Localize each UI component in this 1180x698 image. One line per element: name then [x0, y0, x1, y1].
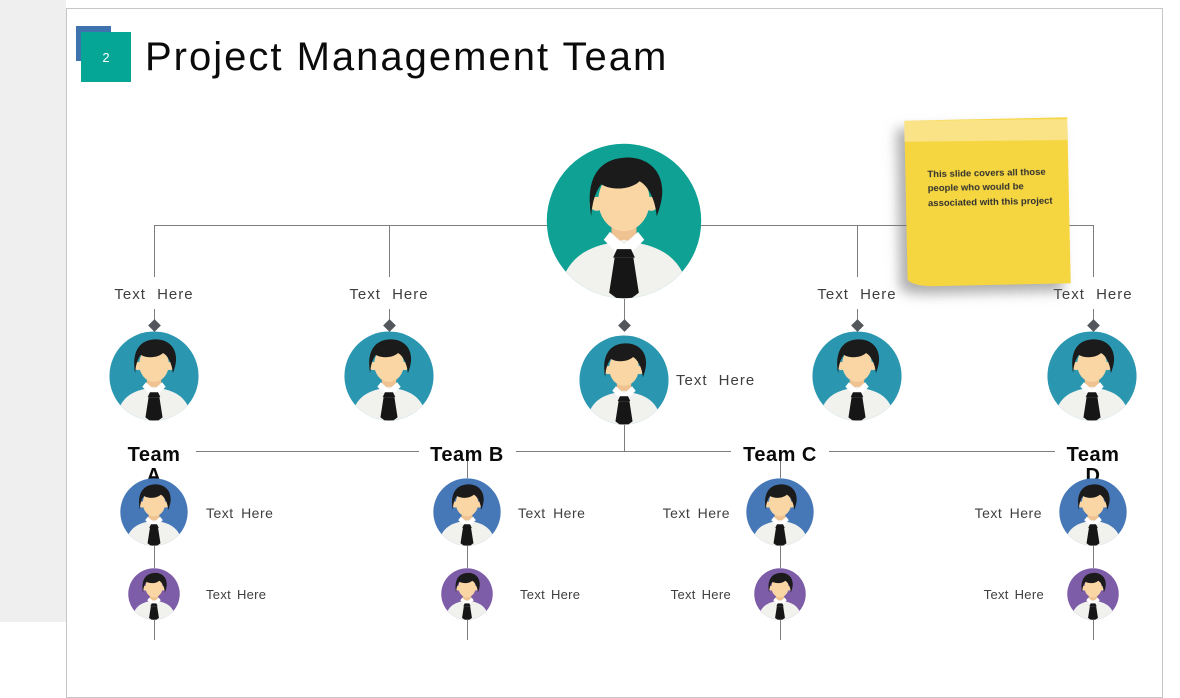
placeholder-text[interactable]: Text Here [1053, 286, 1133, 303]
team-label-b[interactable]: Team B [430, 444, 504, 466]
sticky-note-text: This slide covers all those people who w… [927, 166, 1053, 209]
connector-line [154, 309, 155, 322]
team-label-c[interactable]: Team C [743, 444, 817, 466]
placeholder-text[interactable]: Text Here [670, 587, 731, 602]
avatar-team-member[interactable] [1059, 478, 1127, 546]
connector-line [154, 620, 155, 640]
avatar-team-lead[interactable] [109, 331, 199, 421]
connector-line [467, 546, 468, 568]
avatar-team-lead[interactable] [579, 335, 669, 425]
placeholder-text[interactable]: Text Here [520, 587, 581, 602]
placeholder-text[interactable]: Text Here [817, 286, 897, 303]
connector-line [624, 425, 625, 451]
avatar-junior-member[interactable] [441, 568, 493, 620]
connector-line [154, 225, 155, 277]
avatar-team-member[interactable] [120, 478, 188, 546]
slide-canvas[interactable]: 2 Project Management Team Text Here Text… [66, 8, 1163, 698]
slide-number: 2 [102, 49, 110, 65]
connector-line [389, 225, 390, 277]
placeholder-text[interactable]: Text Here [206, 505, 274, 521]
connector-line [467, 620, 468, 640]
diamond-arrowhead-icon [148, 319, 161, 332]
diamond-arrowhead-icon [851, 319, 864, 332]
slide-number-badge: 2 [81, 32, 131, 82]
connector-line [624, 299, 625, 322]
connector-line [780, 461, 781, 478]
connector-line [1093, 620, 1094, 640]
connector-line [196, 451, 419, 452]
connector-line [389, 309, 390, 322]
diamond-arrowhead-icon [383, 319, 396, 332]
placeholder-text[interactable]: Text Here [114, 286, 194, 303]
connector-line [829, 451, 1055, 452]
connector-line [467, 461, 468, 478]
placeholder-text[interactable]: Text Here [676, 372, 756, 389]
avatar-team-member[interactable] [746, 478, 814, 546]
avatar-team-lead[interactable] [1047, 331, 1137, 421]
sticky-note[interactable]: This slide covers all those people who w… [904, 117, 1071, 287]
avatar-team-lead[interactable] [812, 331, 902, 421]
avatar-junior-member[interactable] [754, 568, 806, 620]
placeholder-text[interactable]: Text Here [662, 505, 730, 521]
connector-line [516, 451, 731, 452]
avatar-junior-member[interactable] [128, 568, 180, 620]
connector-line [1093, 309, 1094, 322]
placeholder-text[interactable]: Text Here [349, 286, 429, 303]
avatar-team-member[interactable] [433, 478, 501, 546]
slide-title[interactable]: Project Management Team [145, 35, 669, 79]
connector-line [780, 620, 781, 640]
placeholder-text[interactable]: Text Here [974, 505, 1042, 521]
connector-line [154, 546, 155, 568]
connector-line [1093, 546, 1094, 568]
diamond-arrowhead-icon [618, 319, 631, 332]
connector-line [780, 546, 781, 568]
connector-line [857, 309, 858, 322]
placeholder-text[interactable]: Text Here [206, 587, 267, 602]
avatar-project-manager[interactable] [546, 143, 702, 299]
placeholder-text[interactable]: Text Here [983, 587, 1044, 602]
sticky-note-fold [904, 119, 1068, 142]
avatar-team-lead[interactable] [344, 331, 434, 421]
avatar-junior-member[interactable] [1067, 568, 1119, 620]
connector-line [857, 225, 858, 277]
placeholder-text[interactable]: Text Here [518, 505, 586, 521]
connector-line [1093, 225, 1094, 277]
app-background-panel [0, 0, 66, 622]
diamond-arrowhead-icon [1087, 319, 1100, 332]
